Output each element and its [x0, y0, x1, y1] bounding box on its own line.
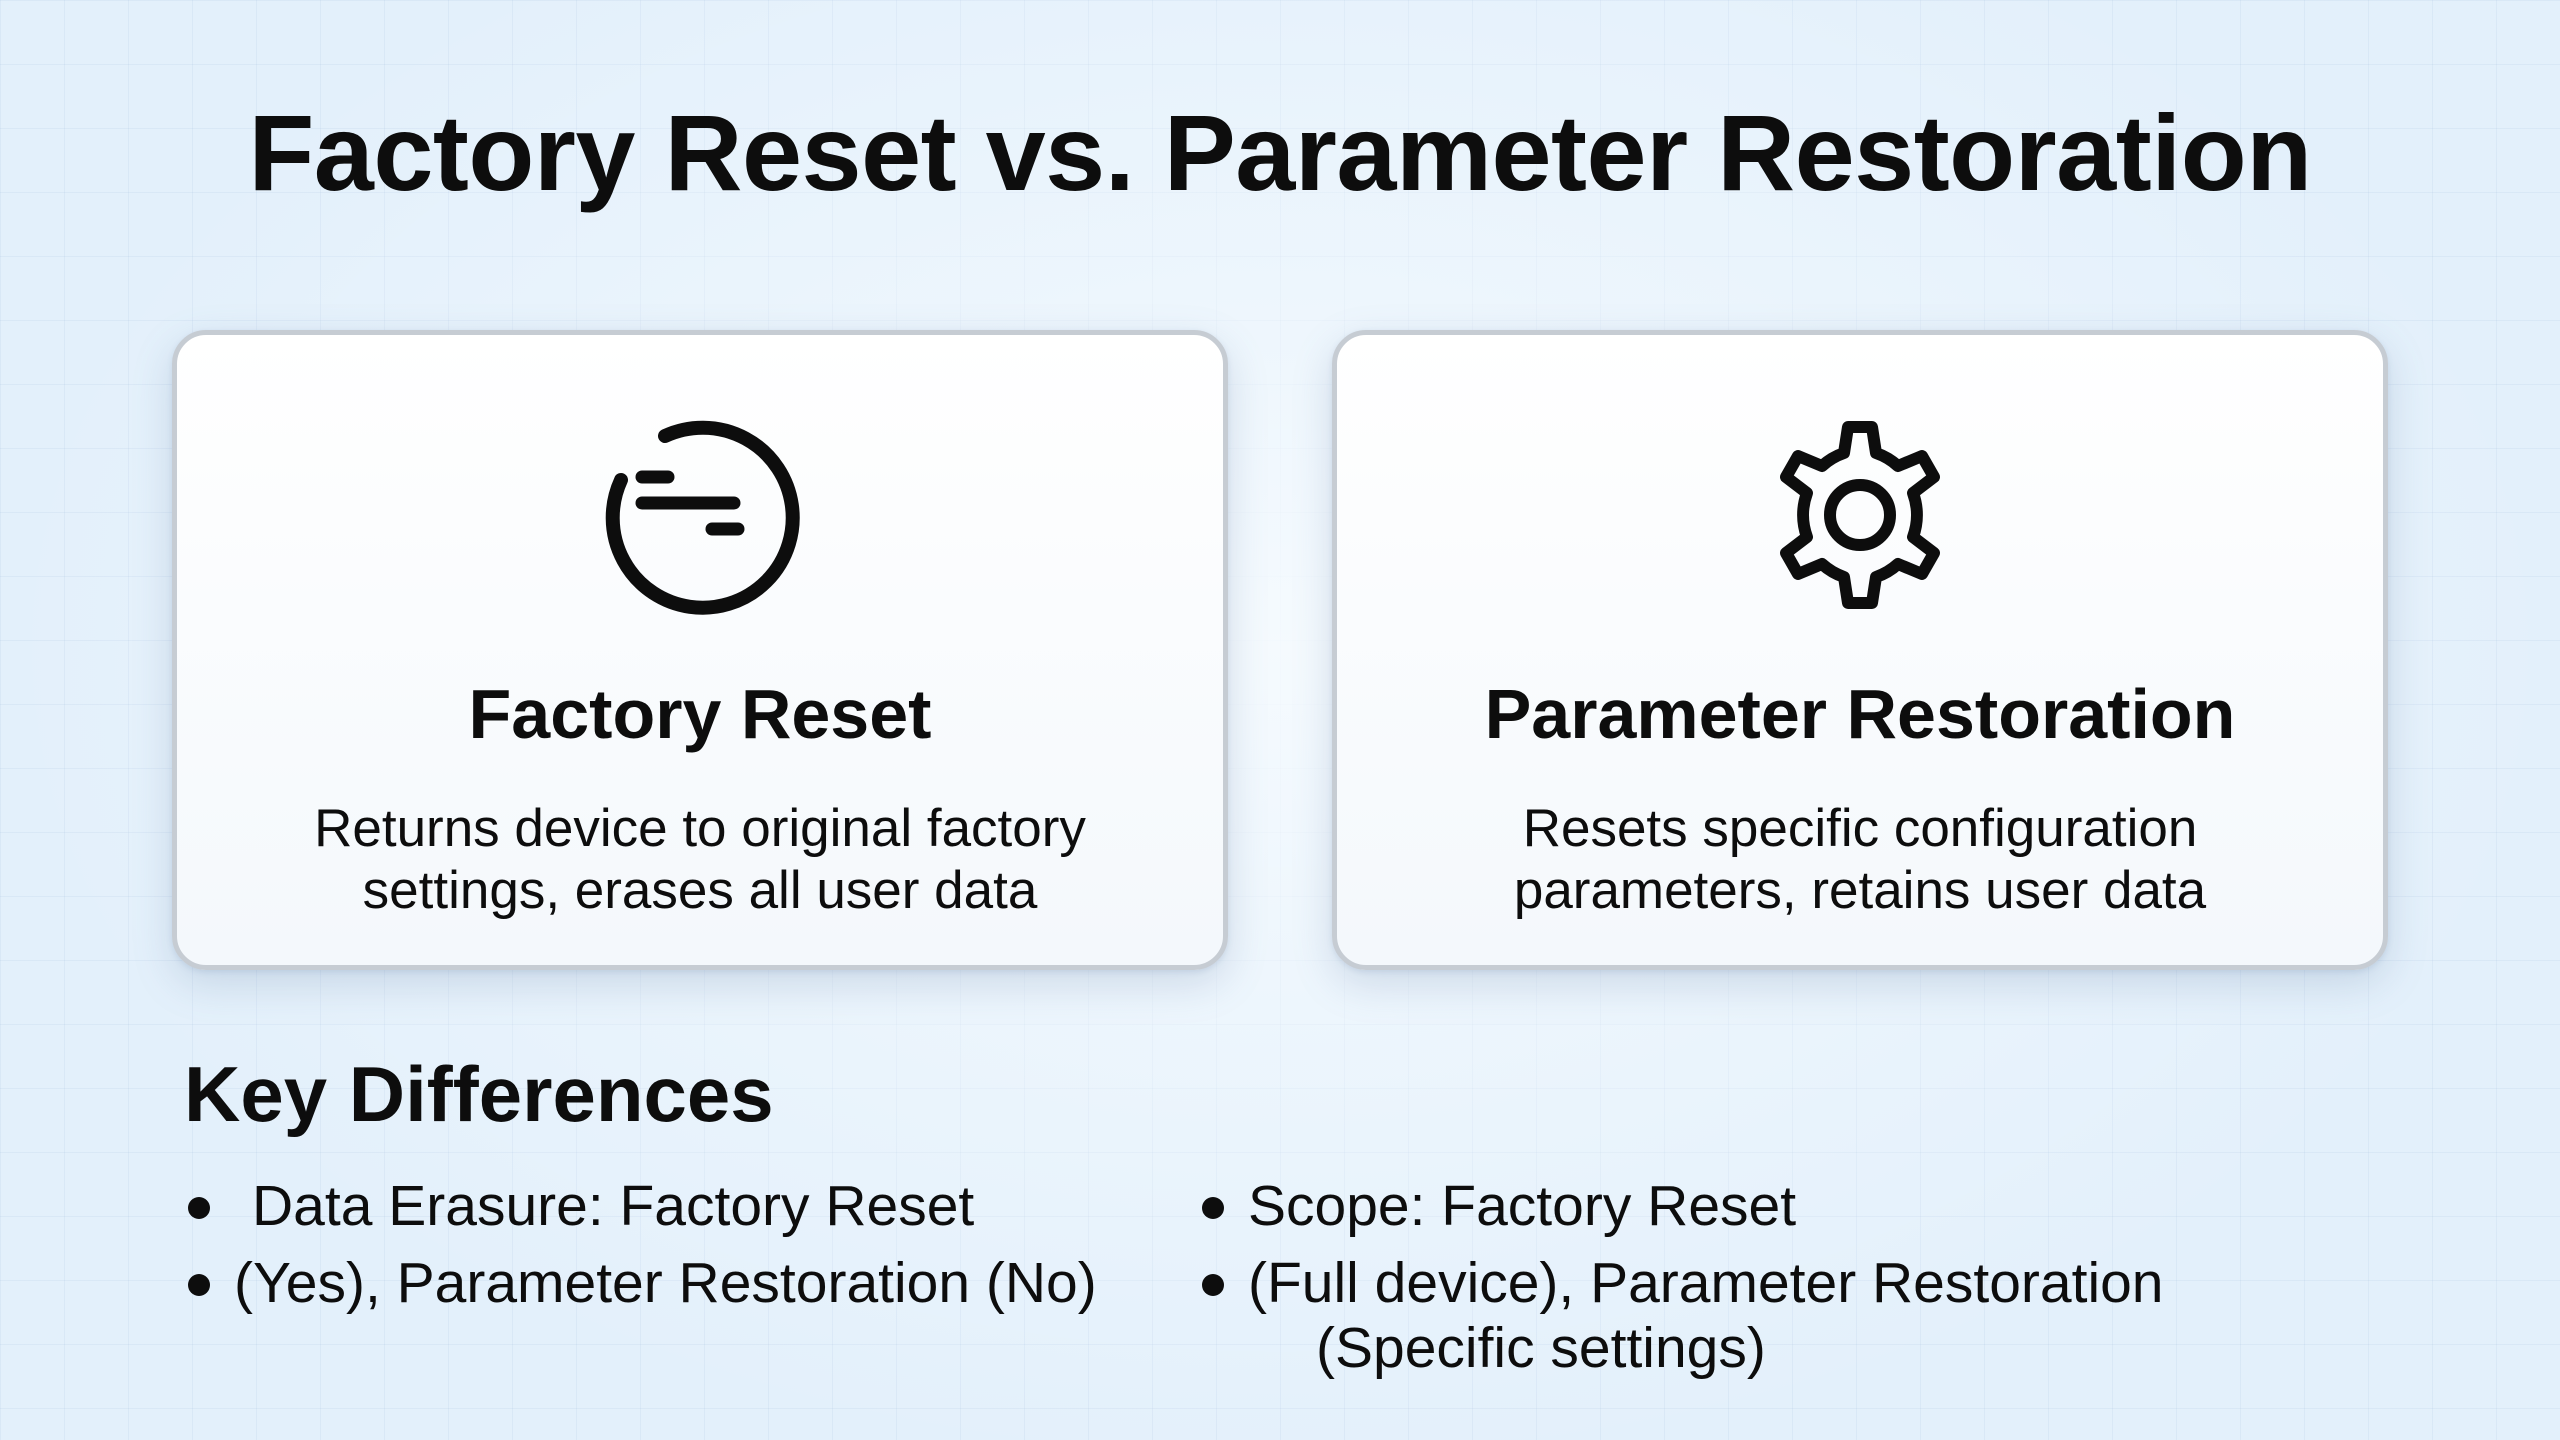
- parameter-restoration-title: Parameter Restoration: [1484, 675, 2236, 753]
- parameter-restoration-description: Resets specific configuration parameters…: [1513, 799, 2207, 920]
- list-item: (Yes), Parameter Restoration (No): [184, 1251, 1184, 1316]
- key-differences-right-list: Scope: Factory Reset (Full device), Para…: [1198, 1174, 2448, 1393]
- factory-reset-card: Factory Reset Returns device to original…: [172, 330, 1228, 970]
- bullet-dot-icon: [1202, 1274, 1224, 1296]
- bullet-dot-icon: [188, 1274, 210, 1296]
- gear-icon: [1750, 405, 1970, 625]
- page-title: Factory Reset vs. Parameter Restoration: [248, 92, 2312, 213]
- key-differences-heading: Key Differences: [184, 1050, 774, 1138]
- key-differences-left-list: Data Erasure: Factory Reset (Yes), Param…: [184, 1174, 1184, 1328]
- factory-reset-title: Factory Reset: [468, 675, 932, 753]
- factory-reset-description: Returns device to original factory setti…: [314, 799, 1086, 920]
- bullet-dot-icon: [188, 1197, 210, 1219]
- list-item: Data Erasure: Factory Reset: [184, 1174, 1184, 1239]
- list-item-continuation: (Specific settings): [1316, 1316, 1766, 1380]
- list-item: Scope: Factory Reset: [1198, 1174, 2448, 1239]
- parameter-restoration-card: Parameter Restoration Resets specific co…: [1332, 330, 2388, 970]
- reset-circle-icon: [590, 405, 810, 625]
- bullet-dot-icon: [1202, 1197, 1224, 1219]
- list-item: (Full device), Parameter Restoration (Sp…: [1198, 1251, 2448, 1381]
